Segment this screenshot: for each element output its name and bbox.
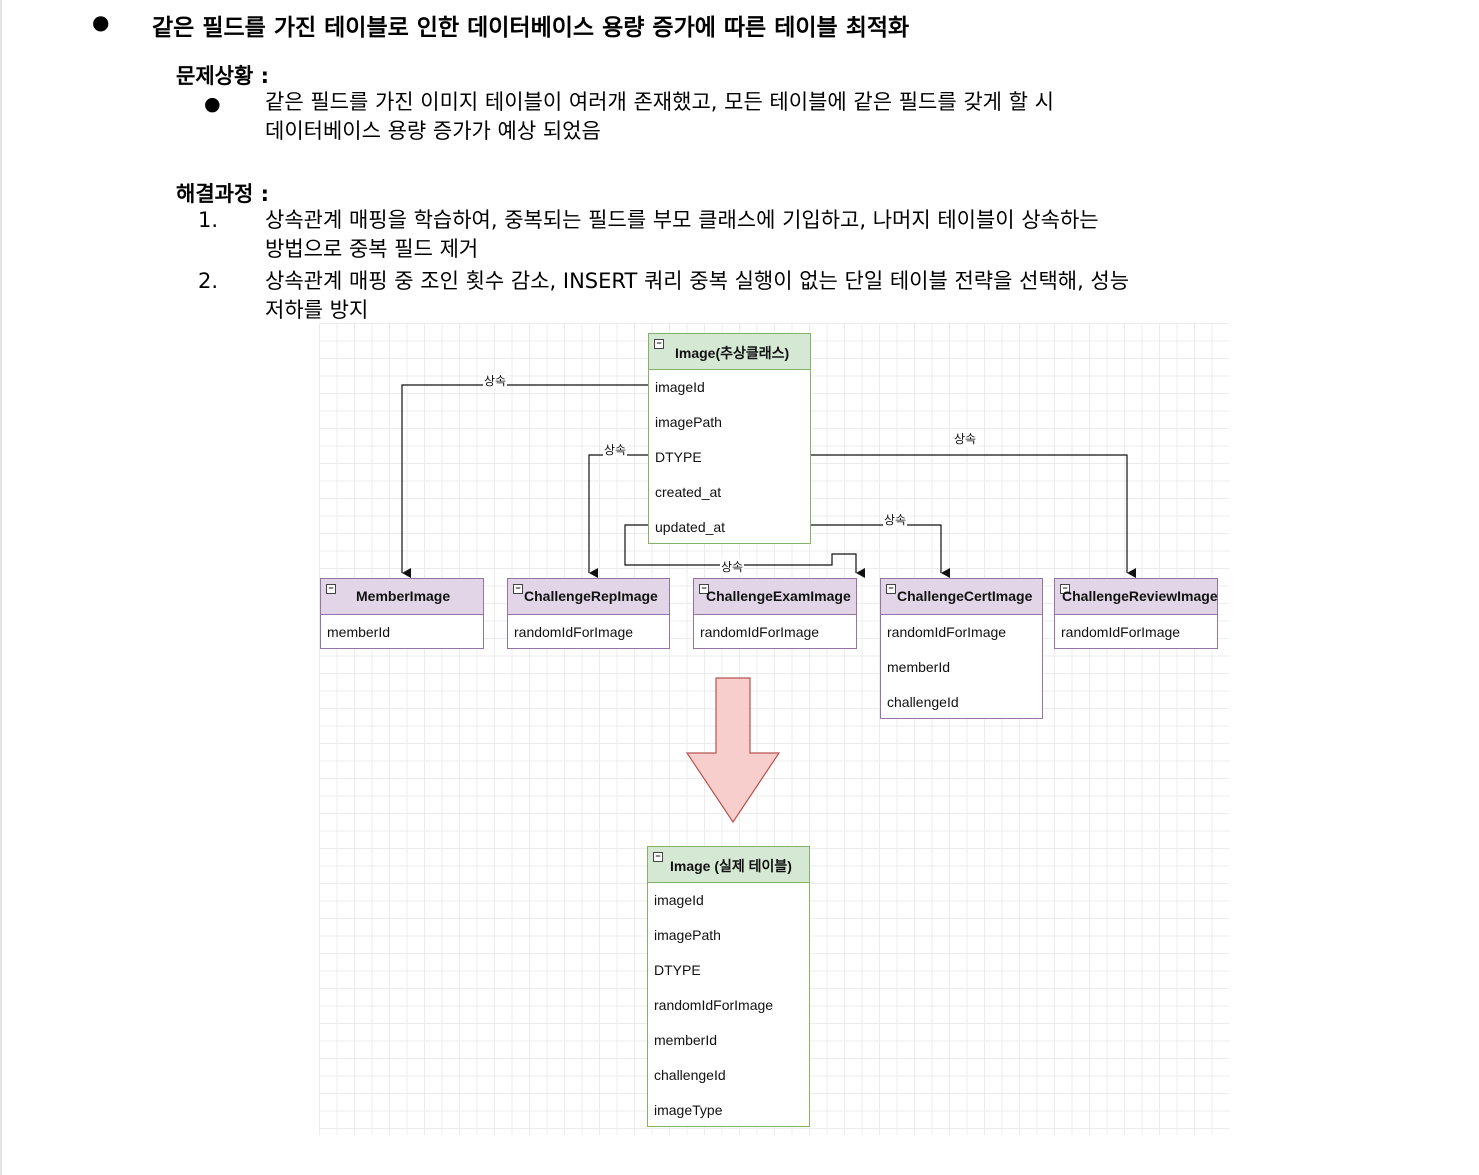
collapse-icon[interactable]: − (699, 584, 709, 594)
entity-title: ChallengeCertImage (897, 588, 1033, 604)
field-row: randomIdForImage (514, 624, 634, 640)
edge-rep (588, 454, 649, 578)
edge-review (811, 454, 1136, 578)
page-left-edge (0, 0, 2, 1175)
field-row: updated_at (655, 519, 726, 535)
field-row: memberId (327, 624, 391, 640)
entity-header: − Image(추상클래스) (649, 334, 810, 370)
collapse-icon[interactable]: − (326, 584, 336, 594)
step-1-number: 1. (198, 208, 219, 232)
step-2-number: 2. (198, 269, 219, 293)
field-row: imageId (655, 379, 705, 395)
field-row: randomIdForImage (887, 624, 1007, 640)
step-2-line-2: 저하를 방지 (265, 298, 369, 322)
edge-label-rep: 상속 (603, 441, 628, 458)
solution-heading: 해결과정 : (176, 182, 269, 206)
field-row: challengeId (887, 694, 959, 710)
entity-member-image[interactable]: − MemberImage memberId (320, 578, 484, 649)
edge-cert (811, 524, 950, 578)
edge-label-member: 상속 (483, 372, 508, 389)
entity-title: ChallengeExamImage (706, 588, 851, 604)
field-row: created_at (655, 484, 722, 500)
field-row: randomIdForImage (700, 624, 820, 640)
edge-label-cert: 상속 (883, 511, 908, 528)
diagram-connectors (401, 384, 1136, 824)
down-arrow-shape (685, 677, 781, 824)
entity-challenge-rep-image[interactable]: − ChallengeRepImage randomIdForImage (507, 578, 670, 649)
field-row: imageType (654, 1102, 723, 1118)
field-row: imageId (654, 892, 704, 908)
entity-parent-image[interactable]: − Image(추상클래스) imageId imagePath DTYPE c… (648, 333, 811, 544)
entity-header: − ChallengeRepImage (508, 579, 669, 615)
step-2-line-1: 상속관계 매핑 중 조인 횟수 감소, INSERT 쿼리 중복 실행이 없는 … (265, 269, 1130, 293)
entity-title: Image(추상클래스) (675, 345, 790, 361)
collapse-icon[interactable]: − (654, 339, 664, 349)
entity-header: − Image (실제 테이블) (648, 847, 809, 883)
title-bullet: ● (92, 10, 110, 34)
edge-label-exam: 상속 (720, 558, 745, 575)
field-row: imagePath (654, 927, 721, 943)
page-title: 같은 필드를 가진 테이블로 인한 데이터베이스 용량 증가에 따른 테이블 최… (152, 15, 910, 41)
edge-exam (624, 524, 865, 578)
entity-challenge-exam-image[interactable]: − ChallengeExamImage randomIdForImage (693, 578, 857, 649)
problem-line-1: 같은 필드를 가진 이미지 테이블이 여러개 존재했고, 모든 테이블에 같은 … (265, 90, 1054, 114)
field-row: challengeId (654, 1067, 726, 1083)
problem-line-2: 데이터베이스 용량 증가가 예상 되었음 (265, 119, 601, 143)
step-1-line-1: 상속관계 매핑을 학습하여, 중복되는 필드를 부모 클래스에 기입하고, 나머… (265, 208, 1099, 232)
problem-heading: 문제상황 : (176, 64, 269, 88)
collapse-icon[interactable]: − (653, 852, 663, 862)
edge-label-review: 상속 (953, 430, 978, 447)
entity-result-image[interactable]: − Image (실제 테이블) imageId imagePath DTYPE… (647, 846, 810, 1127)
entity-title: Image (실제 테이블) (670, 858, 792, 874)
edge-member (401, 384, 649, 578)
problem-text: 같은 필드를 가진 이미지 테이블이 여러개 존재했고, 모든 테이블에 같은 … (265, 88, 1054, 146)
problem-bullet: ● (204, 93, 221, 115)
collapse-icon[interactable]: − (1060, 584, 1070, 594)
entity-title: ChallengeRepImage (524, 588, 658, 604)
entity-header: − ChallengeExamImage (694, 579, 856, 615)
entity-header: − ChallengeReviewImage (1055, 579, 1218, 615)
step-1-text: 상속관계 매핑을 학습하여, 중복되는 필드를 부모 클래스에 기입하고, 나머… (265, 206, 1099, 264)
field-row: DTYPE (655, 449, 702, 465)
entity-title: ChallengeReviewImage (1062, 588, 1218, 604)
entity-header: − MemberImage (321, 579, 483, 615)
field-row: memberId (654, 1032, 718, 1048)
field-row: randomIdForImage (654, 997, 774, 1013)
field-row: imagePath (655, 414, 722, 430)
field-row: randomIdForImage (1061, 624, 1181, 640)
step-1-line-2: 방법으로 중복 필드 제거 (265, 237, 479, 261)
entity-challenge-cert-image[interactable]: − ChallengeCertImage randomIdForImage me… (880, 578, 1043, 719)
entity-challenge-review-image[interactable]: − ChallengeReviewImage randomIdForImage (1054, 578, 1218, 649)
step-2-text: 상속관계 매핑 중 조인 횟수 감소, INSERT 쿼리 중복 실행이 없는 … (265, 267, 1129, 325)
entity-header: − ChallengeCertImage (881, 579, 1042, 615)
collapse-icon[interactable]: − (886, 584, 896, 594)
collapse-icon[interactable]: − (513, 584, 523, 594)
field-row: DTYPE (654, 962, 701, 978)
entity-title: MemberImage (356, 588, 451, 604)
field-row: memberId (887, 659, 951, 675)
